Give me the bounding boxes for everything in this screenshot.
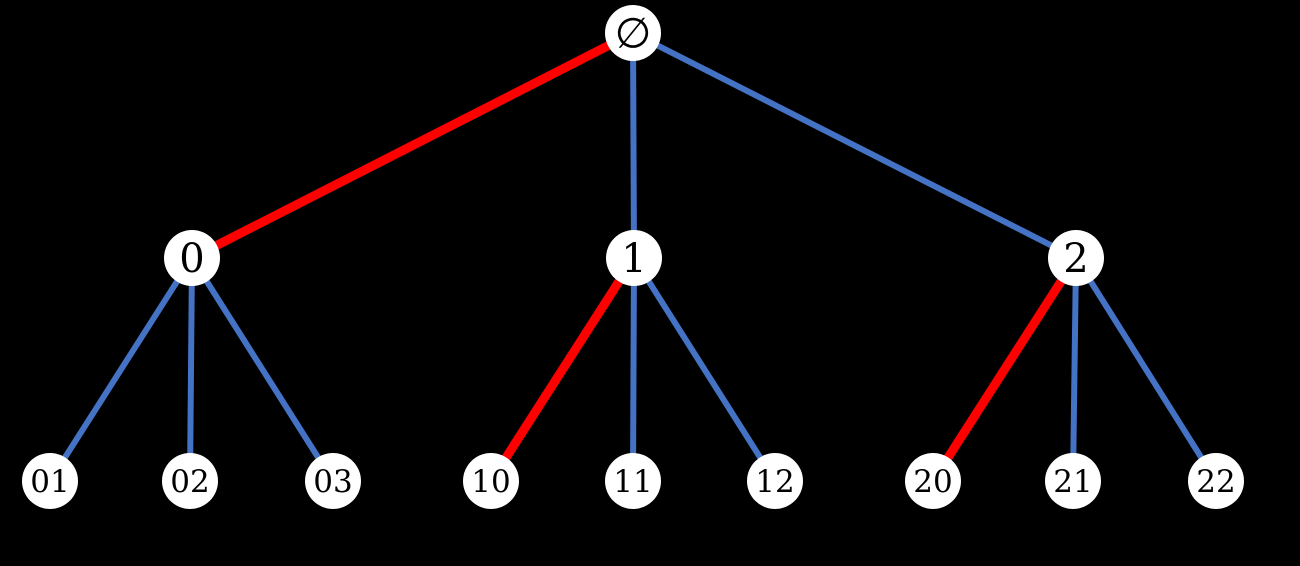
node-circle-10 [463, 453, 519, 509]
edge-1-12 [631, 256, 778, 483]
node-circle-02 [162, 453, 218, 509]
node-circle-03 [305, 453, 361, 509]
node-10: 10 [463, 453, 519, 509]
edge-0-03 [189, 256, 336, 483]
node-22: 22 [1188, 453, 1244, 509]
node-circle-1 [606, 230, 662, 286]
node-label-0: 0 [179, 236, 204, 282]
node-label-12: 12 [755, 464, 794, 500]
edge-2-20-highlighted [929, 255, 1080, 484]
node-circle-11 [605, 453, 661, 509]
node-label-21: 21 [1053, 464, 1092, 500]
edge-2-22 [1073, 256, 1219, 483]
node-label-03: 03 [313, 464, 352, 500]
edge-0-02 [187, 257, 195, 482]
node-0: 0 [164, 230, 220, 286]
node-label-22: 22 [1196, 464, 1235, 500]
node-label-10: 10 [471, 464, 510, 500]
node-circle-12 [747, 453, 803, 509]
node-label-2: 2 [1063, 236, 1088, 282]
node-label-02: 02 [170, 464, 209, 500]
edge-root-2 [631, 30, 1078, 261]
node-root: ∅ [605, 5, 661, 61]
node-label-01: 01 [30, 464, 69, 500]
edge-0-01 [47, 256, 195, 483]
node-01: 01 [22, 453, 78, 509]
edge-root-0-highlighted [189, 28, 636, 263]
node-2: 2 [1048, 230, 1104, 286]
node-12: 12 [747, 453, 803, 509]
node-circle-2 [1048, 230, 1104, 286]
edges-layer [47, 28, 1219, 484]
edge-2-21 [1070, 257, 1079, 482]
node-11: 11 [605, 453, 661, 509]
edge-1-11 [630, 257, 637, 482]
edge-1-10-highlighted [487, 255, 638, 484]
node-20: 20 [905, 453, 961, 509]
node-1: 1 [606, 230, 662, 286]
node-circle-root [605, 5, 661, 61]
node-label-root: ∅ [615, 9, 652, 58]
node-circle-21 [1045, 453, 1101, 509]
node-label-11: 11 [613, 464, 652, 500]
node-circle-0 [164, 230, 220, 286]
edge-root-1 [630, 32, 637, 259]
node-21: 21 [1045, 453, 1101, 509]
node-circle-20 [905, 453, 961, 509]
node-02: 02 [162, 453, 218, 509]
node-label-1: 1 [621, 236, 646, 282]
node-label-20: 20 [913, 464, 952, 500]
node-03: 03 [305, 453, 361, 509]
node-circle-22 [1188, 453, 1244, 509]
node-circle-01 [22, 453, 78, 509]
